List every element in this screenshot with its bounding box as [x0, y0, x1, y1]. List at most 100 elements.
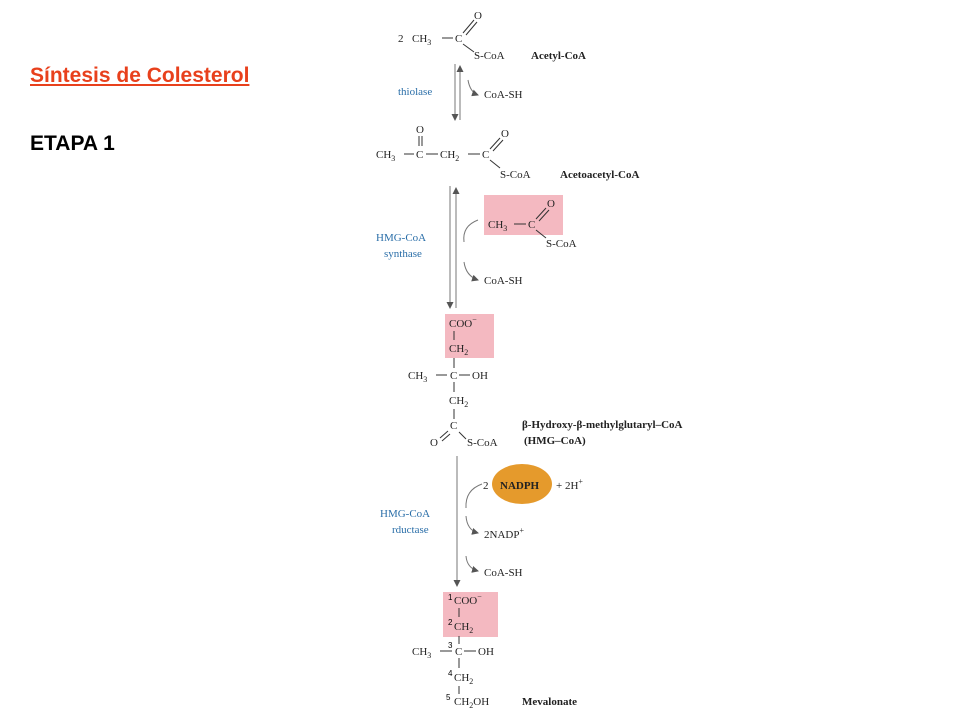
mevalonate-carboxylate: COO− [454, 592, 482, 607]
acetyl-oxygen: O [474, 10, 482, 22]
acetyl-coa-name: Acetyl-CoA [531, 50, 586, 62]
acetyl-methyl-group: CH3 [412, 33, 431, 47]
mevalonate-methylene-2-text: CH [454, 672, 469, 684]
mevalonate-alcohol-text: CH [454, 696, 469, 708]
acetyl-coefficient: 2 [398, 33, 404, 45]
thiolase-label: thiolase [398, 86, 432, 98]
hmg-charge: − [472, 315, 477, 324]
mevalonate-hydroxyl: OH [478, 646, 494, 658]
mevalonate-methyl-sub: 3 [427, 651, 431, 660]
hmg-methylene-1-sub: 2 [464, 348, 468, 357]
acetyl-group-highlight [484, 195, 563, 235]
nadph-label: NADPH [500, 480, 540, 492]
mevalonate-methylene-1: CH2 [454, 621, 473, 635]
acetoacetyl-carbonyl-d [492, 139, 504, 152]
hmg-methyl-text: CH [408, 370, 423, 382]
reductase-label-line1: HMG-CoA [380, 508, 430, 520]
acetoacetyl-methyl-group: CH3 [376, 149, 395, 163]
hmg-thioester: S-CoA [467, 437, 498, 449]
acetoacetyl-carbonyl-c [489, 137, 501, 150]
acetoacetyl-methyl-text: CH [376, 149, 391, 161]
synthase-label-line1: HMG-CoA [376, 232, 426, 244]
mevalonate-methylene-2: CH2 [454, 672, 473, 686]
thiolase-coash-arrow [467, 79, 479, 97]
nadp-out-text: 2NADP [484, 529, 519, 541]
acetoacetyl-oxygen-1: O [416, 124, 424, 136]
substrate-methyl-sub: 3 [503, 224, 507, 233]
mevalonate-methylene-1-text: CH [454, 621, 469, 633]
acetoacetyl-carbon-2: C [482, 149, 489, 161]
substrate-carbonyl-a [535, 207, 547, 220]
hmg-carboxylate-text: COO [449, 318, 472, 330]
hmg-methylene-2-text: CH [449, 395, 464, 407]
hmg-carbon-3: C [450, 370, 457, 382]
mevalonate-n3: 3 [448, 641, 453, 650]
hmg-hydroxyl: OH [472, 370, 488, 382]
mevalonate-structure: 1 COO− 2 CH2 CH3 3 C OH 4 CH2 5 CH2OH Me… [412, 592, 577, 710]
hmg-methylene-1: CH2 [449, 343, 468, 357]
mevalonate-methyl-text: CH [412, 646, 427, 658]
acetoacetyl-coa-structure: CH3 C O CH2 C O S-CoA Acetoacetyl-CoA [376, 124, 639, 181]
hmg-methylene-2-sub: 2 [464, 400, 468, 409]
mevalonate-carboxyl-highlight [443, 592, 498, 637]
hmg-methylene-1-text: CH [449, 343, 464, 355]
substrate-methyl-text: CH [488, 219, 503, 231]
nadph-highlight [492, 464, 552, 504]
hmg-carboxylate: COO− [449, 315, 477, 330]
stage-label: ETAPA 1 [30, 132, 115, 155]
acetoacetyl-coa-name: Acetoacetyl-CoA [560, 169, 639, 181]
acetyl-carbon: C [455, 33, 462, 45]
acetoacetyl-methylene-text: CH [440, 149, 455, 161]
acetyl-coa-substrate: CH3 C O S-CoA [488, 198, 577, 250]
hmg-coa-structure: COO− CH2 CH3 C OH CH2 C O S-CoA β-Hydrox… [408, 315, 683, 449]
hmg-carbonyl-a [439, 430, 449, 439]
nadph-coefficient: 2 [483, 480, 489, 492]
substrate-methyl-group: CH3 [488, 219, 507, 233]
synthase-label-line2: synthase [384, 248, 422, 260]
acetyl-coa-structure: 2 CH3 C O S-CoA Acetyl-CoA [398, 10, 586, 62]
proton-sup: + [578, 477, 583, 486]
thiolase-coash: CoA-SH [484, 89, 523, 101]
nadp-out: 2NADP+ [484, 526, 524, 541]
mevalonate-methyl: CH3 [412, 646, 431, 660]
mevalonate-alcohol-sub: 2 [469, 701, 473, 710]
substrate-thioester: S-CoA [546, 238, 577, 250]
reductase-label-line2: rductase [392, 524, 429, 536]
mevalonate-n2: 2 [448, 618, 453, 627]
mevalonate-methylene-1-sub: 2 [469, 626, 473, 635]
substrate-carbon: C [528, 219, 535, 231]
synthase-coash-arrow [463, 261, 479, 282]
acetyl-s-bond [462, 43, 475, 53]
substrate-carbonyl-b [538, 209, 550, 222]
hmg-carbon-5: C [450, 420, 457, 432]
mevalonate-n4: 4 [448, 669, 453, 678]
mevalonate-alcohol: CH2OH [454, 696, 489, 710]
mevalonate-carboxylate-text: COO [454, 595, 477, 607]
hmg-coa-name-line1: β-Hydroxy-β-methylglutaryl–CoA [522, 419, 683, 431]
mevalonate-methylene-2-sub: 2 [469, 677, 473, 686]
acetoacetyl-methyl-sub: 3 [391, 154, 395, 163]
reductase-nadp-arrow [465, 515, 479, 535]
mevalonate-carbon-3: C [455, 646, 462, 658]
hmg-oxygen: O [430, 437, 438, 449]
reductase-nadph-curve [465, 483, 483, 509]
hmg-carbonyl-b [441, 433, 451, 442]
acetyl-double-bond-b [465, 21, 478, 36]
mevalonate-name: Mevalonate [522, 696, 577, 708]
acetoacetyl-thioester: S-CoA [500, 169, 531, 181]
mevalonate-alcohol-oh: OH [473, 696, 489, 708]
reductase-coash-arrow [465, 555, 479, 573]
reductase-coash: CoA-SH [484, 567, 523, 579]
acetyl-methyl-text: CH [412, 33, 427, 45]
acetoacetyl-methylene-group: CH2 [440, 149, 459, 163]
acetyl-double-bond-a [462, 19, 475, 34]
acetoacetyl-oxygen-2: O [501, 128, 509, 140]
synthase-coash: CoA-SH [484, 275, 523, 287]
slide-title: Síntesis de Colesterol [30, 64, 250, 87]
acetyl-methyl-sub: 3 [427, 38, 431, 47]
nadp-out-sup: + [519, 526, 524, 535]
substrate-oxygen: O [547, 198, 555, 210]
hmg-s-bond [458, 431, 467, 440]
acetoacetyl-s-bond [489, 159, 501, 169]
